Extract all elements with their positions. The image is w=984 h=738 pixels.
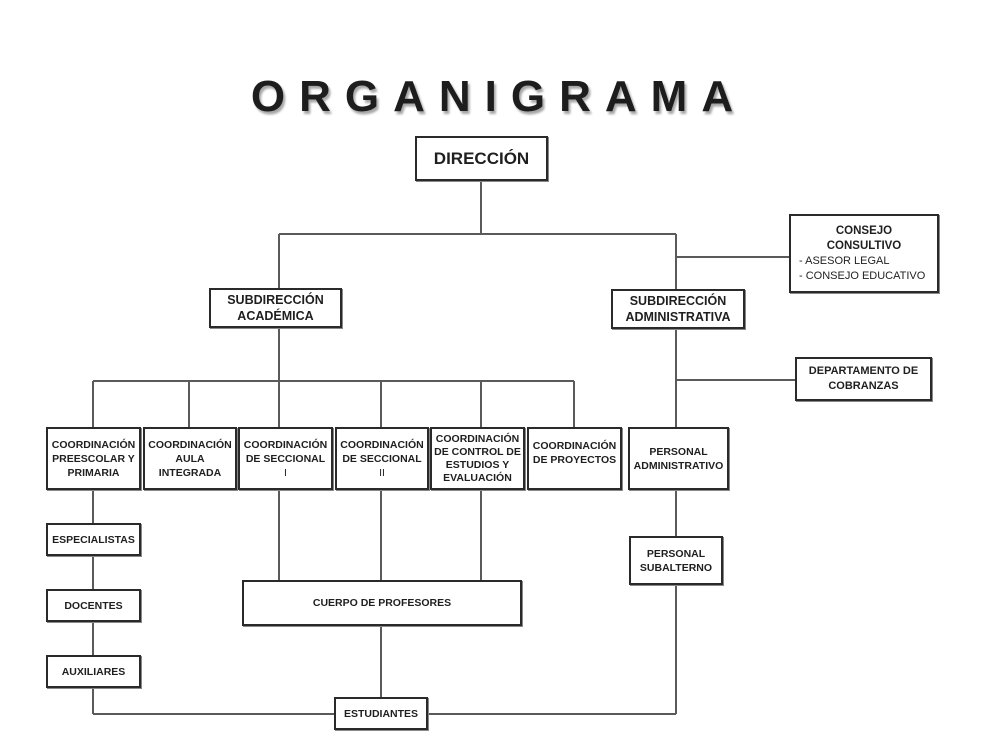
node-auxiliares: AUXILIARES	[46, 655, 141, 688]
node-label: SUBDIRECCIÓN	[227, 293, 324, 307]
node-label: PRIMARIA	[67, 466, 120, 479]
node-label: ESTUDIOS Y	[445, 458, 510, 471]
node-coord-proyectos: COORDINACIÓN DE PROYECTOS	[527, 427, 622, 490]
node-label: ADMINISTRATIVA	[625, 310, 731, 324]
node-personal-subalterno: PERSONAL SUBALTERNO	[629, 536, 723, 585]
node-direccion: DIRECCIÓN	[415, 136, 548, 181]
node-label: CONSULTIVO	[826, 239, 902, 252]
node-label: DE SECCIONAL	[245, 452, 326, 465]
node-label: PERSONAL	[649, 445, 708, 458]
node-label: SUBALTERNO	[639, 561, 713, 574]
node-label: CUERPO DE PROFESORES	[312, 597, 452, 609]
node-label: ADMINISTRATIVO	[633, 459, 724, 472]
node-label: ESTUDIANTES	[343, 707, 419, 720]
node-subdireccion-administrativa: SUBDIRECCIÓN ADMINISTRATIVA	[611, 289, 745, 329]
node-subdireccion-academica: SUBDIRECCIÓN ACADÉMICA	[209, 288, 342, 328]
node-coord-seccional-1: COORDINACIÓN DE SECCIONAL I	[238, 427, 333, 490]
node-departamento-cobranzas: DEPARTAMENTO DE COBRANZAS	[795, 357, 932, 401]
node-label: COORDINACIÓN	[532, 440, 617, 452]
node-label: ACADÉMICA	[237, 309, 314, 323]
node-consejo-consultivo: CONSEJO CONSULTIVO - ASESOR LEGAL - CONS…	[789, 214, 939, 293]
node-label: DIRECCIÓN	[433, 148, 530, 168]
node-label: DOCENTES	[64, 599, 123, 612]
node-label: COORDINACIÓN	[148, 438, 232, 451]
node-label: COBRANZAS	[828, 380, 899, 392]
node-label: COORDINACIÓN	[243, 438, 328, 451]
node-label: SUBDIRECCIÓN	[629, 294, 727, 308]
node-label: COORDINACIÓN	[435, 432, 520, 445]
node-label: CONSEJO	[835, 224, 893, 237]
node-label: PREESCOLAR Y	[52, 452, 135, 465]
node-personal-administrativo: PERSONAL ADMINISTRATIVO	[628, 427, 729, 490]
node-label: ESPECIALISTAS	[52, 533, 135, 546]
node-label: DE PROYECTOS	[532, 454, 617, 466]
node-label: AULA	[175, 452, 205, 465]
node-label: EVALUACIÓN	[443, 471, 512, 484]
node-coord-seccional-2: COORDINACIÓN DE SECCIONAL II	[335, 427, 429, 490]
node-label: PERSONAL	[646, 547, 706, 560]
node-label: DE SECCIONAL	[342, 452, 422, 465]
node-label: DE CONTROL DE	[434, 445, 521, 458]
node-cuerpo-profesores: CUERPO DE PROFESORES	[242, 580, 522, 626]
node-docentes: DOCENTES	[46, 589, 141, 622]
node-label: I	[284, 466, 287, 479]
node-coord-control-estudios: COORDINACIÓN DE CONTROL DE ESTUDIOS Y EV…	[430, 427, 525, 490]
node-label: DEPARTAMENTO DE	[808, 365, 919, 377]
node-coord-preescolar-primaria: COORDINACIÓN PREESCOLAR Y PRIMARIA	[46, 427, 141, 490]
node-coord-aula-integrada: COORDINACIÓN AULA INTEGRADA	[143, 427, 237, 490]
node-sub-item: - ASESOR LEGAL	[799, 254, 890, 267]
node-especialistas: ESPECIALISTAS	[46, 523, 141, 556]
page-title: ORGANIGRAMA	[250, 72, 748, 121]
node-label: COORDINACIÓN	[51, 438, 136, 451]
node-label: II	[379, 466, 385, 479]
node-label: COORDINACIÓN	[340, 438, 424, 451]
node-sub-item: - CONSEJO EDUCATIVO	[799, 269, 926, 282]
node-label: INTEGRADA	[158, 466, 222, 479]
node-label: AUXILIARES	[61, 665, 126, 678]
node-estudiantes: ESTUDIANTES	[334, 697, 428, 730]
